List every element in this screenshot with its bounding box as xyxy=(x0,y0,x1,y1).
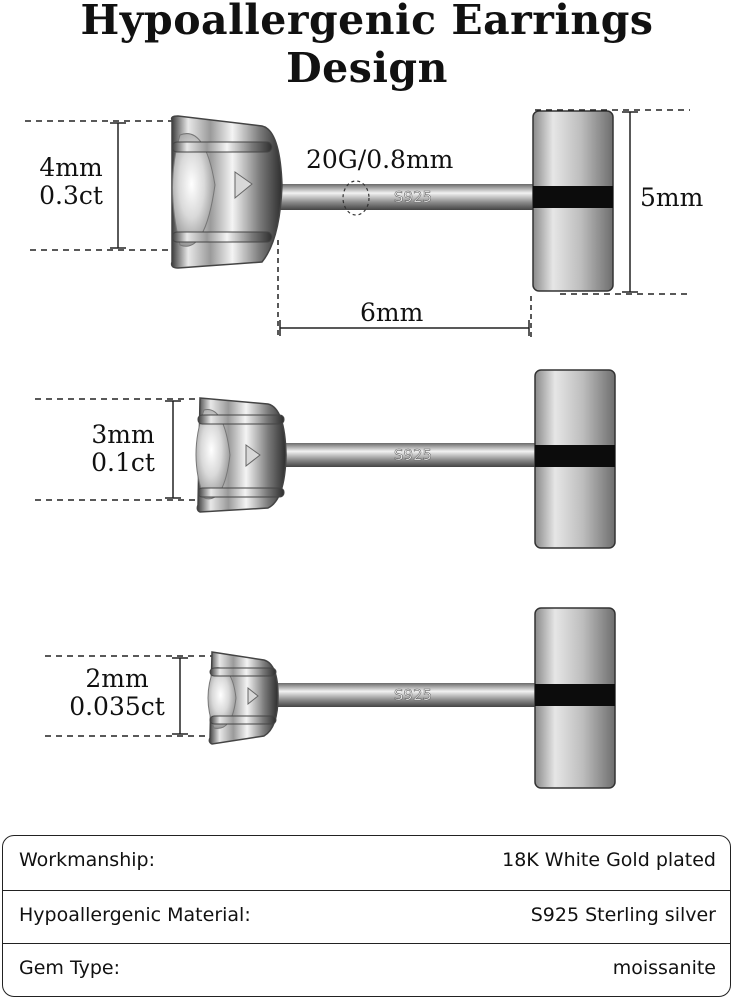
divider xyxy=(3,890,730,891)
gem-size: 4mm xyxy=(39,153,103,182)
earring-3mm: S925 xyxy=(35,369,616,549)
size-label-2mm: 2mm 0.035ct xyxy=(62,665,172,721)
spec-value: moissanite xyxy=(612,957,716,979)
gem-carat: 0.3ct xyxy=(39,181,103,210)
spec-label: Gem Type: xyxy=(19,957,121,979)
stamp-label: S925 xyxy=(394,686,432,704)
gem-carat: 0.035ct xyxy=(69,692,165,721)
post-length-label: 6mm xyxy=(360,298,424,327)
spec-row-gem-type: Gem Type: moissanite xyxy=(3,944,730,996)
gem-size: 2mm xyxy=(85,664,149,693)
stamp-label: S925 xyxy=(394,446,432,464)
spec-value: 18K White Gold plated xyxy=(502,849,716,871)
size-label-3mm: 3mm 0.1ct xyxy=(78,421,168,477)
gem-size: 3mm xyxy=(91,420,155,449)
spec-row-material: Hypoallergenic Material: S925 Sterling s… xyxy=(3,891,730,943)
earring-4mm: S925 xyxy=(25,109,690,338)
gem-carat: 0.1ct xyxy=(91,448,155,477)
stamp-label: S925 xyxy=(394,188,432,206)
page-title: Hypoallergenic Earrings Design xyxy=(80,0,654,92)
earrings-illustration: S925 S925 xyxy=(25,109,690,789)
divider xyxy=(3,943,730,944)
size-label-4mm: 4mm 0.3ct xyxy=(26,154,116,210)
gauge-marker xyxy=(342,180,370,216)
back-diameter-label: 5mm xyxy=(640,183,704,212)
spec-value: S925 Sterling silver xyxy=(530,904,716,926)
spec-label: Hypoallergenic Material: xyxy=(19,904,251,926)
spec-label: Workmanship: xyxy=(19,849,155,871)
gauge-label: 20G/0.8mm xyxy=(306,145,454,174)
spec-table: Workmanship: 18K White Gold plated Hypoa… xyxy=(2,835,731,997)
spec-row-workmanship: Workmanship: 18K White Gold plated xyxy=(3,836,730,888)
earring-2mm: S925 xyxy=(45,607,616,789)
